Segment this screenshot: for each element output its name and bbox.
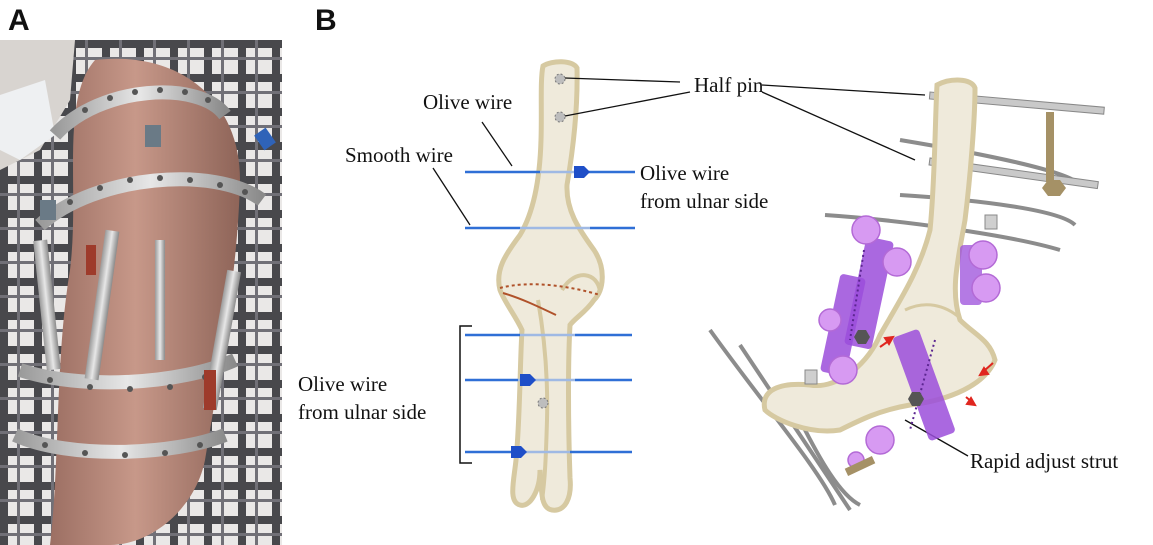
olive-bead-icon	[574, 166, 590, 178]
label-olive-wire-ulnar-top-line2: from ulnar side	[640, 189, 768, 213]
label-olive-wire-ulnar-top-line1: Olive wire	[640, 161, 729, 185]
label-rapid-adjust-strut: Rapid adjust strut	[970, 449, 1118, 473]
label-smooth-wire: Smooth wire	[345, 143, 453, 167]
half-pin-site-icon	[538, 398, 548, 408]
wire-bracket	[460, 326, 472, 463]
label-olive-wire-ulnar-left-line2: from ulnar side	[298, 400, 426, 424]
half-pin-site-icon	[555, 112, 565, 122]
half-pin-site-icon	[555, 74, 565, 84]
label-olive-wire: Olive wire	[423, 90, 512, 114]
label-olive-wire-ulnar-left-line1: Olive wire	[298, 372, 387, 396]
label-half-pin: Half pin	[694, 73, 764, 97]
oblique-view-schematic	[710, 80, 1104, 510]
